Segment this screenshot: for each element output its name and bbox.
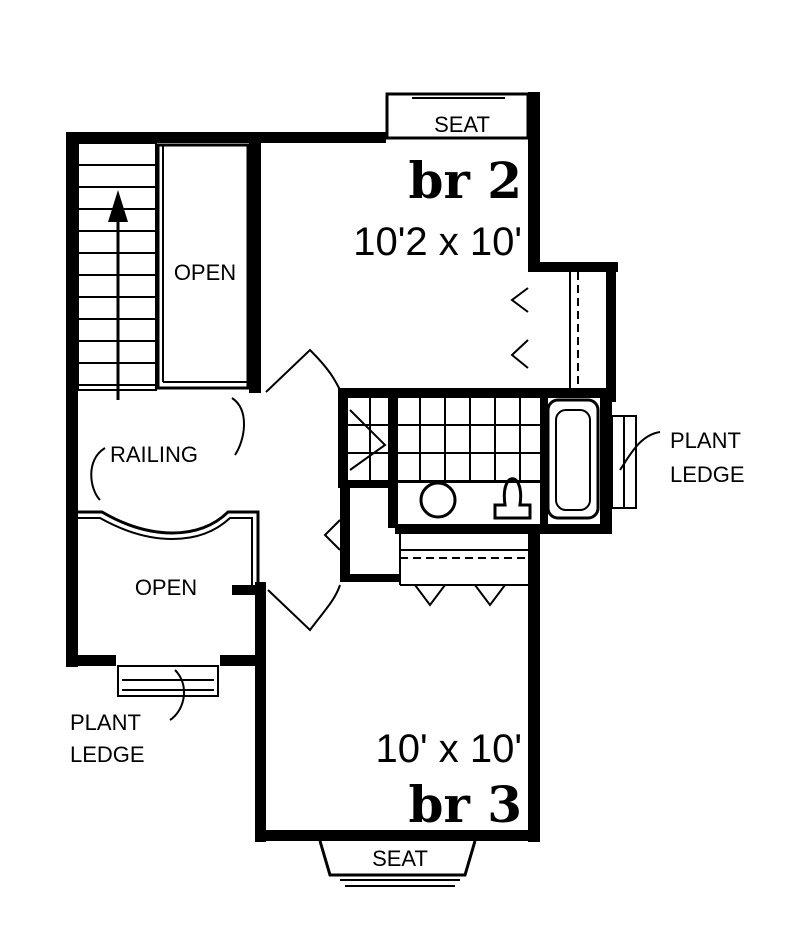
br3-size: 10' x 10' bbox=[376, 727, 522, 771]
svg-text:SEAT: SEAT bbox=[434, 112, 490, 137]
railing: RAILING bbox=[78, 397, 260, 585]
bathroom bbox=[348, 398, 600, 520]
doors[interactable] bbox=[265, 287, 529, 632]
seat-bottom: SEAT bbox=[318, 840, 477, 887]
walls bbox=[66, 92, 618, 842]
svg-text:OPEN: OPEN bbox=[135, 575, 197, 600]
br2-name: br 2 bbox=[408, 151, 522, 210]
closet-br3 bbox=[399, 534, 528, 586]
svg-text:OPEN: OPEN bbox=[174, 260, 236, 285]
plant-ledge-right: PLANT LEDGE bbox=[611, 415, 745, 509]
svg-text:PLANT: PLANT bbox=[670, 428, 741, 453]
seat-top: SEAT bbox=[385, 92, 530, 140]
br2-size: 10'2 x 10' bbox=[353, 220, 522, 264]
open-area-lower: OPEN PLANT LEDGE bbox=[70, 575, 219, 767]
svg-text:SEAT: SEAT bbox=[372, 846, 428, 871]
toilet bbox=[493, 477, 532, 520]
svg-text:PLANT: PLANT bbox=[70, 710, 141, 735]
svg-text:LEDGE: LEDGE bbox=[70, 742, 145, 767]
sink bbox=[419, 481, 457, 519]
br3-name: br 3 bbox=[408, 775, 522, 834]
staircase[interactable] bbox=[77, 142, 157, 400]
open-area-upper: OPEN bbox=[156, 143, 250, 390]
svg-text:LEDGE: LEDGE bbox=[670, 462, 745, 487]
svg-text:RAILING: RAILING bbox=[110, 442, 198, 467]
closet-br2 bbox=[569, 272, 579, 388]
arrow-up-icon bbox=[108, 190, 128, 222]
